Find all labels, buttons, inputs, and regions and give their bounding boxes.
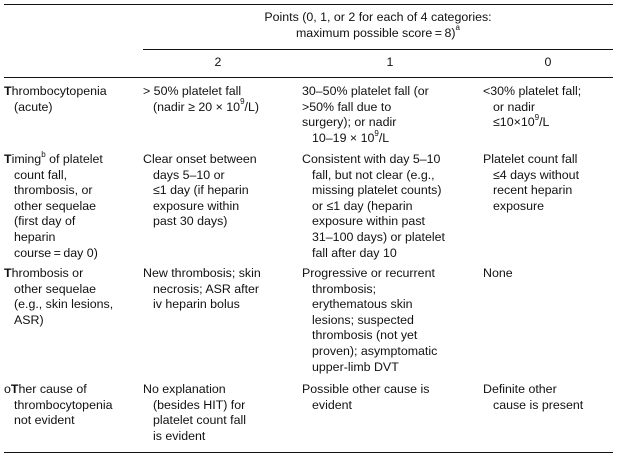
row-thrombosis-score-2: New thrombosis; skin necrosis; ASR after… <box>143 266 261 312</box>
header-points-title: Points (0, 1, or 2 for each of 4 categor… <box>143 10 613 41</box>
table-top-rule <box>4 4 613 5</box>
header-bottom-rule <box>4 77 613 78</box>
row-timing-score-0: Platelet count fall ≤4 days without rece… <box>483 152 580 213</box>
row-thrombosis-score-0: None <box>483 266 513 280</box>
header-line-2: maximum possible score = 8)a <box>295 23 460 40</box>
table-bottom-rule <box>4 452 613 453</box>
row-other-cause-score-0: Definite other cause is present <box>483 382 584 412</box>
row-timing-category: Timingb of platelet count fall, thrombos… <box>4 149 103 260</box>
row-thrombosis-category: Thrombosis or other sequelae (e.g., skin… <box>4 266 114 327</box>
row-timing-score-1: Consistent with day 5–10 fall, but not c… <box>302 152 445 260</box>
col-header-1: 1 <box>386 55 394 69</box>
row-other-cause-score-2: No explanation (besides HIT) for platele… <box>143 382 246 443</box>
row-thrombocytopenia-score-1: 30–50% platelet fall (or >50% fall due t… <box>302 84 429 145</box>
col-header-0: 0 <box>544 55 552 69</box>
row-thrombocytopenia-score-0: <30% platelet fall; or nadir ≤10×109/L <box>483 84 582 130</box>
row-thrombocytopenia-category: Thrombocytopenia (acute) <box>4 84 107 114</box>
row-thrombosis-score-1: Progressive or recurrent thrombosis; ery… <box>302 266 438 374</box>
row-thrombocytopenia-score-2: > 50% platelet fall (nadir ≥ 20 × 109/L) <box>143 84 259 114</box>
row-other-cause-score-1: Possible other cause is evident <box>302 382 430 412</box>
col-header-2: 2 <box>214 55 222 69</box>
row-timing-score-2: Clear onset between days 5–10 or ≤1 day … <box>143 152 257 229</box>
header-line-1: Points (0, 1, or 2 for each of 4 categor… <box>264 10 492 24</box>
row-other-cause-category: oTher cause of thrombocytopenia not evid… <box>4 382 113 428</box>
header-mid-rule <box>143 49 613 50</box>
